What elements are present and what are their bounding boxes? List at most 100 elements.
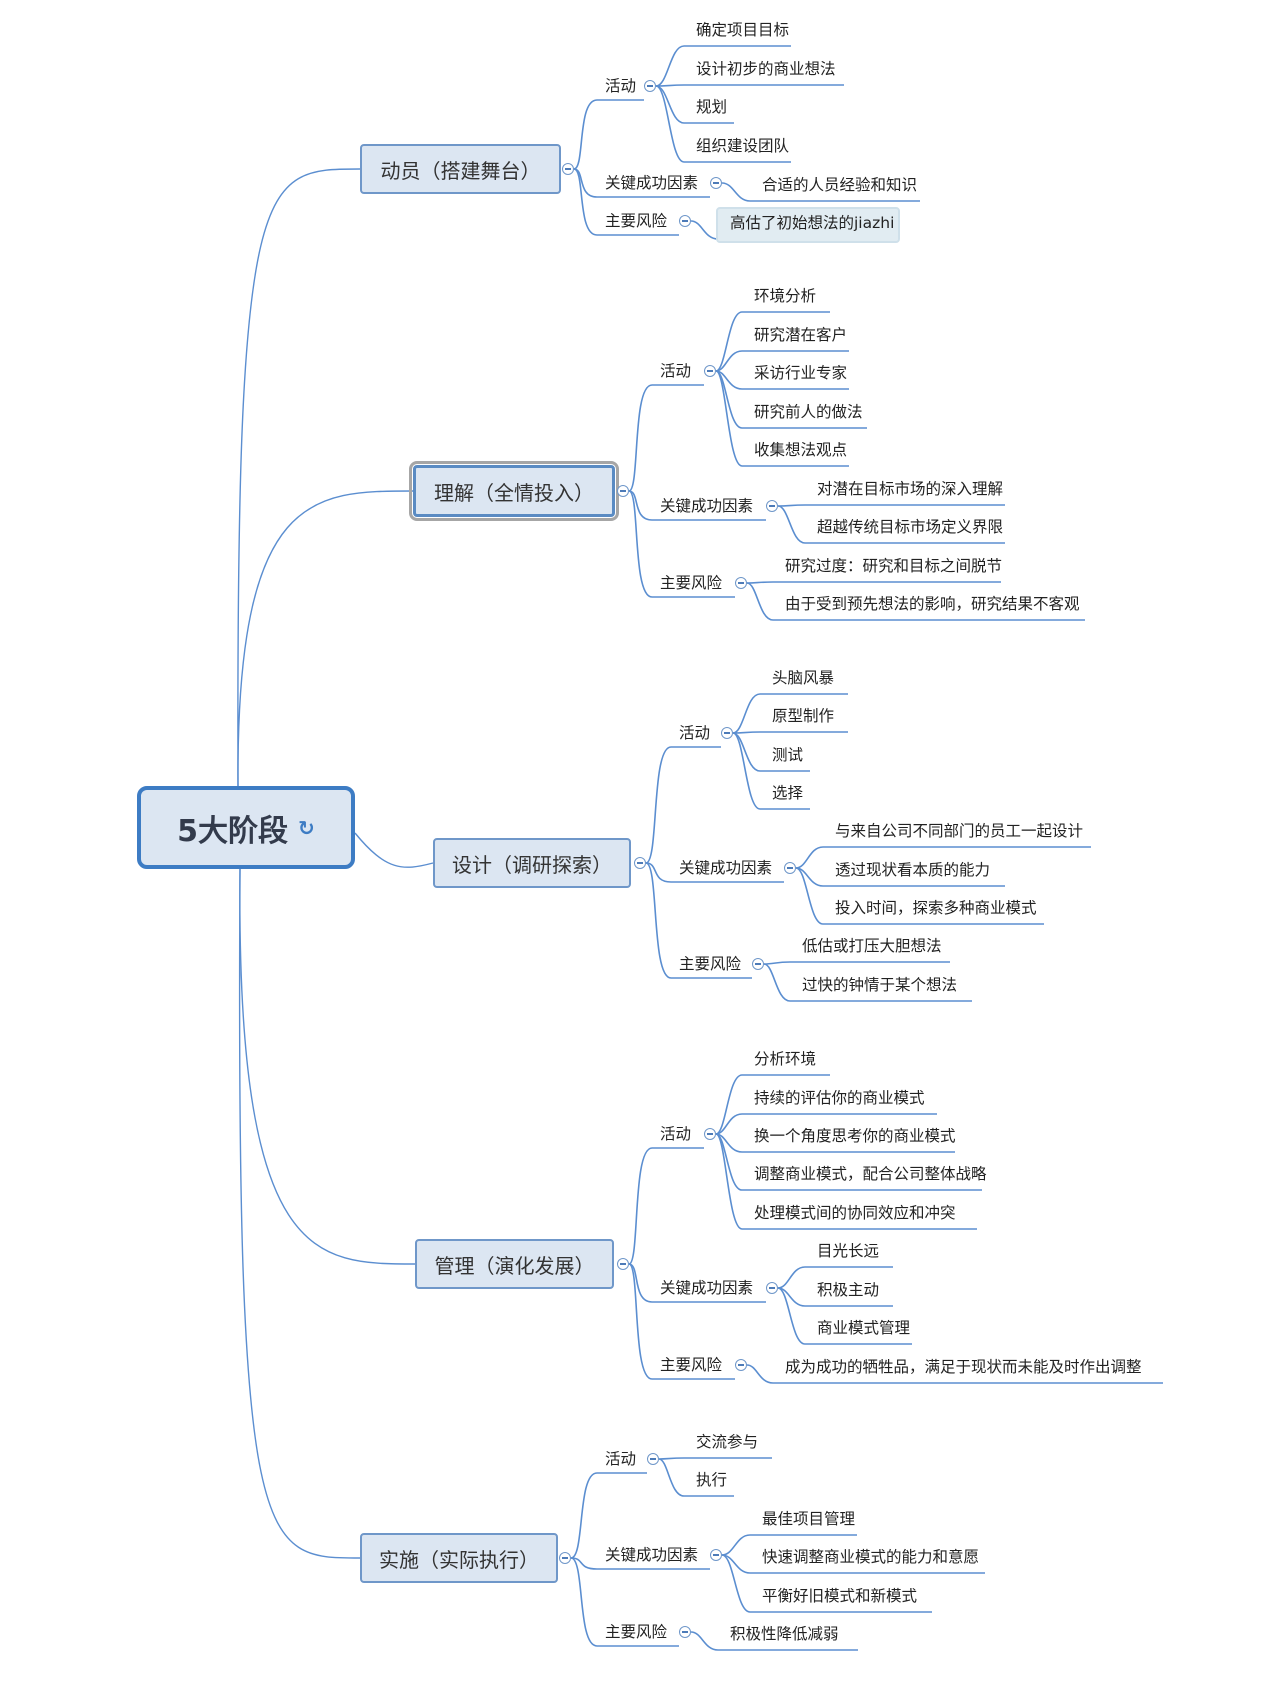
topic-item[interactable]: 调整商业模式，配合公司整体战略 <box>754 1165 987 1183</box>
group-label[interactable]: 关键成功因素 <box>660 1279 754 1297</box>
topic-item[interactable]: 收集想法观点 <box>754 441 848 459</box>
stage-label: 实施（实际执行） <box>379 1547 539 1572</box>
topic-item[interactable]: 组织建设团队 <box>696 137 790 155</box>
topic-item[interactable]: 选择 <box>772 784 804 802</box>
connector-line <box>732 731 761 734</box>
stage-node[interactable]: 设计（调研探索） <box>433 838 631 888</box>
stage-label: 理解（全情投入） <box>434 480 594 505</box>
group-label[interactable]: 关键成功因素 <box>660 497 754 515</box>
topic-item[interactable]: 分析环境 <box>754 1050 817 1068</box>
topic-item[interactable]: 投入时间，探索多种商业模式 <box>835 899 1037 917</box>
topic-item[interactable]: 低估或打压大胆想法 <box>802 937 942 955</box>
topic-item[interactable]: 商业模式管理 <box>817 1319 911 1337</box>
connector-line <box>690 220 719 240</box>
collapse-icon[interactable] <box>766 1282 778 1294</box>
collapse-icon[interactable] <box>679 1626 691 1638</box>
connector-line <box>715 370 743 429</box>
topic-item[interactable]: 确定项目目标 <box>696 21 790 39</box>
group-label[interactable]: 关键成功因素 <box>679 859 773 877</box>
topic-item[interactable]: 研究前人的做法 <box>754 403 863 421</box>
group-label[interactable]: 主要风险 <box>605 212 668 230</box>
collapse-icon[interactable] <box>617 1258 629 1270</box>
topic-item[interactable]: 过快的钟情于某个想法 <box>802 976 958 994</box>
connector-line <box>570 1472 598 1559</box>
collapse-icon[interactable] <box>704 365 716 377</box>
collapse-icon[interactable] <box>735 1359 747 1371</box>
group-label[interactable]: 活动 <box>660 1125 692 1143</box>
topic-item[interactable]: 研究潜在客户 <box>754 326 848 344</box>
connector-line <box>655 45 685 87</box>
group-label[interactable]: 活动 <box>605 1450 637 1468</box>
collapse-icon[interactable] <box>617 485 629 497</box>
topic-item[interactable]: 交流参与 <box>696 1433 759 1451</box>
topic-item[interactable]: 与来自公司不同部门的员工一起设计 <box>835 822 1084 840</box>
connector-line <box>715 1113 743 1135</box>
connector-line <box>655 84 685 87</box>
topic-item[interactable]: 积极性降低减弱 <box>730 1625 839 1643</box>
topic-item[interactable]: 研究过度：研究和目标之间脱节 <box>785 557 1003 575</box>
collapse-icon[interactable] <box>559 1552 571 1564</box>
topic-item[interactable]: 成为成功的牺牲品，满足于现状而未能及时作出调整 <box>785 1358 1142 1376</box>
collapse-icon[interactable] <box>634 857 646 869</box>
topic-item[interactable]: 快速调整商业模式的能力和意愿 <box>762 1548 980 1566</box>
group-label[interactable]: 主要风险 <box>605 1623 668 1641</box>
topic-item[interactable]: 持续的评估你的商业模式 <box>754 1089 925 1107</box>
connector-line <box>628 490 653 598</box>
group-label[interactable]: 关键成功因素 <box>605 174 699 192</box>
topic-item[interactable]: 积极主动 <box>817 1281 880 1299</box>
topic-item[interactable]: 执行 <box>696 1471 728 1489</box>
topic-item[interactable]: 规划 <box>696 98 728 116</box>
topic-item[interactable]: 测试 <box>772 746 804 764</box>
connector-line <box>354 832 434 868</box>
topic-item[interactable]: 目光长远 <box>817 1242 880 1260</box>
collapse-icon[interactable] <box>721 727 733 739</box>
stage-node[interactable]: 管理（演化发展） <box>415 1239 614 1289</box>
central-topic[interactable]: 5大阶段 ↻ <box>137 786 355 869</box>
link-icon[interactable]: ↻ <box>298 815 315 840</box>
connector-line <box>746 1364 774 1384</box>
topic-item[interactable]: 采访行业专家 <box>754 364 848 382</box>
topic-item[interactable]: 合适的人员经验和知识 <box>762 176 918 194</box>
topic-item[interactable]: 处理模式间的协同效应和冲突 <box>754 1204 956 1222</box>
collapse-icon[interactable] <box>644 80 656 92</box>
connector-line <box>777 505 806 544</box>
collapse-icon[interactable] <box>752 958 764 970</box>
topic-item[interactable]: 超越传统目标市场定义界限 <box>817 518 1004 536</box>
group-label[interactable]: 主要风险 <box>660 574 723 592</box>
collapse-icon[interactable] <box>647 1453 659 1465</box>
stage-node[interactable]: 理解（全情投入） <box>409 461 619 521</box>
group-label[interactable]: 活动 <box>605 77 637 95</box>
collapse-icon[interactable] <box>704 1128 716 1140</box>
connector-line <box>628 384 653 492</box>
collapse-icon[interactable] <box>784 862 796 874</box>
topic-item[interactable]: 平衡好旧模式和新模式 <box>762 1587 918 1605</box>
connector-line <box>655 85 685 163</box>
group-label[interactable]: 活动 <box>660 362 692 380</box>
collapse-icon[interactable] <box>766 500 778 512</box>
topic-item[interactable]: 环境分析 <box>754 287 817 305</box>
stage-node[interactable]: 实施（实际执行） <box>360 1533 558 1583</box>
group-label[interactable]: 主要风险 <box>660 1356 723 1374</box>
collapse-icon[interactable] <box>710 177 722 189</box>
collapse-icon[interactable] <box>562 163 574 175</box>
topic-item[interactable]: 透过现状看本质的能力 <box>835 861 991 879</box>
connector-line <box>658 1458 685 1497</box>
collapse-icon[interactable] <box>735 577 747 589</box>
topic-item[interactable]: 头脑风暴 <box>772 669 835 687</box>
collapse-icon[interactable] <box>710 1549 722 1561</box>
connector-line <box>690 1631 719 1651</box>
connector-line <box>721 1554 751 1613</box>
collapse-icon[interactable] <box>679 215 691 227</box>
topic-item[interactable]: 换一个角度思考你的商业模式 <box>754 1127 956 1145</box>
topic-item[interactable]: 最佳项目管理 <box>762 1510 856 1528</box>
group-label[interactable]: 主要风险 <box>679 955 742 973</box>
topic-item[interactable]: 设计初步的商业想法 <box>696 60 836 78</box>
stage-label: 动员（搭建舞台） <box>380 158 541 183</box>
group-label[interactable]: 关键成功因素 <box>605 1546 699 1564</box>
group-label[interactable]: 活动 <box>679 724 711 742</box>
topic-item[interactable]: 原型制作 <box>772 707 835 725</box>
topic-item[interactable]: 对潜在目标市场的深入理解 <box>817 480 1004 498</box>
topic-item[interactable]: 由于受到预先想法的影响，研究结果不客观 <box>785 595 1080 613</box>
stage-node[interactable]: 动员（搭建舞台） <box>360 144 561 194</box>
topic-item[interactable]: 高估了初始想法的jiazhi <box>730 214 895 232</box>
